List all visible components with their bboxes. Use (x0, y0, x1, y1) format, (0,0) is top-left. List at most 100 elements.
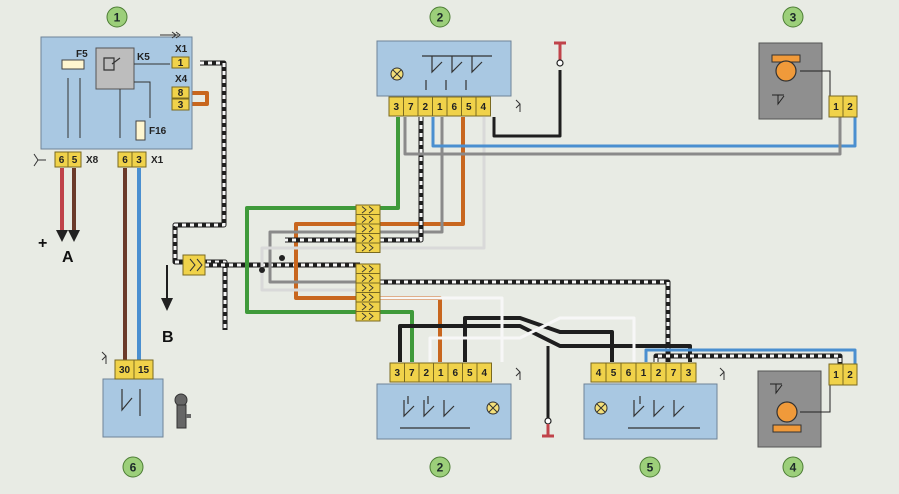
switch-right-pin-label: 7 (671, 368, 677, 379)
switch-bottom-pin-label: 5 (467, 368, 473, 379)
motor-bottom-pin-label: 1 (833, 370, 839, 381)
conn-x8-label: X8 (86, 155, 99, 166)
callout-circle (639, 456, 661, 478)
connector-chevron (361, 284, 374, 292)
terminal-b: B (161, 298, 174, 346)
callout-circle (782, 6, 804, 28)
junction-dot (279, 255, 285, 261)
connector-chevron (361, 293, 374, 301)
switch-bottom-pin-label: 4 (481, 368, 487, 379)
switch-bottom-pin-label: 1 (438, 368, 444, 379)
key-icon (174, 393, 191, 429)
relay-x4-pin-label: 3 (178, 100, 184, 111)
switch-right-pin-label: 1 (641, 368, 647, 379)
ignition-switch: 30 15 (101, 351, 191, 438)
motor-top-pin (842, 95, 858, 118)
connector-arrow-icon (160, 31, 181, 39)
switch-contacts-top (422, 55, 492, 90)
ground-terminal-top (554, 41, 566, 67)
lamp-icon (594, 401, 608, 415)
wire-white-cross (428, 316, 636, 362)
lamp-icon (390, 67, 404, 81)
wire-relay-x1-striped (172, 60, 228, 330)
label-b: B (162, 329, 174, 346)
connector-block-icon (355, 282, 381, 293)
lamp-icon (486, 401, 500, 415)
callout-number: 1 (114, 11, 121, 25)
motor-icon (771, 54, 801, 82)
terminal-a: + A (38, 230, 80, 266)
connector-block-icon (355, 311, 381, 322)
relay-k5 (95, 47, 135, 90)
switch-bottom-pin-label: 3 (394, 368, 400, 379)
switch-right-pin-label: 4 (596, 368, 602, 379)
connector-block-icon (355, 214, 381, 225)
relay-x8-pin (67, 151, 82, 168)
callout-number: 3 (790, 11, 797, 25)
switch-top-pin-label: 2 (422, 102, 428, 113)
ignition-pin-label: 30 (119, 365, 131, 376)
wire-grey-2 (260, 117, 486, 292)
switch-top-pin (475, 96, 491, 117)
connector-chevron (361, 303, 374, 311)
ground-icon (515, 99, 521, 112)
wire-black-cross-2 (463, 316, 614, 362)
connector-chevron (361, 244, 374, 252)
fuse-f5-label: F5 (76, 49, 88, 60)
callout-circle (429, 456, 451, 478)
connector-chevron (361, 274, 374, 282)
arrow-b (161, 298, 173, 311)
fuse-f5 (61, 59, 85, 70)
switch-bottom-pin (476, 362, 492, 383)
relay-x8-pin-label: 6 (59, 155, 65, 166)
switch-top-pin-label: 3 (393, 102, 399, 113)
switch-contacts-bottom (400, 396, 470, 429)
callout-circle (429, 6, 451, 28)
callout-number: 2 (437, 11, 444, 25)
wiring-harness (60, 60, 857, 420)
ignition-pin-label: 15 (138, 365, 150, 376)
connector-chevron (361, 265, 374, 273)
label-plus: + (38, 235, 47, 252)
wire-blue-long (431, 110, 857, 148)
relay-x1-bottom-pin-label: 6 (122, 155, 128, 166)
ignition-switch-body (102, 378, 164, 438)
callout-number: 6 (130, 461, 137, 475)
switch-right-pin-label: 3 (686, 368, 692, 379)
ignition-pin (133, 359, 154, 380)
connector-chevron (361, 206, 374, 214)
label-a: A (62, 249, 74, 266)
relay-x4-pin (171, 98, 190, 111)
connector-block-icon (355, 292, 381, 303)
relay-x4-pin-label: 8 (178, 88, 184, 99)
relay-k5-label: K5 (137, 52, 150, 63)
connector-block-icon (355, 301, 381, 312)
wire-striped-vertical (285, 117, 671, 362)
ignition-contacts (121, 389, 141, 416)
switch-contacts-right (628, 396, 700, 429)
conn-x4-label: X4 (175, 74, 188, 85)
connector-left (182, 254, 206, 276)
wire-grey-long (403, 110, 842, 156)
wire-x4-loop (190, 91, 209, 106)
ground-terminal-bottom (542, 417, 554, 438)
relay-x8-pin-label: 5 (72, 155, 78, 166)
conn-x1-top-label: X1 (175, 44, 188, 55)
motor-top-body (758, 42, 823, 120)
connector-center-top (355, 204, 381, 253)
connector-chevron (361, 234, 374, 242)
relay-x1-top-pin-label: 1 (178, 58, 184, 69)
switch-right-pin-label: 6 (626, 368, 632, 379)
connector-block-icon (355, 273, 381, 284)
ground-icon (719, 367, 725, 380)
callout-circle (122, 456, 144, 478)
connector-chevron (361, 215, 374, 223)
callout-number: 2 (437, 461, 444, 475)
connector-center-bottom (355, 263, 381, 322)
wire-orange-top (294, 117, 465, 362)
arrow-a-1 (56, 230, 68, 242)
switch-bottom-pin-label: 6 (452, 368, 458, 379)
arrow-a-2 (68, 230, 80, 242)
fuse-f16 (135, 120, 146, 141)
connector-block-icon (355, 233, 381, 244)
